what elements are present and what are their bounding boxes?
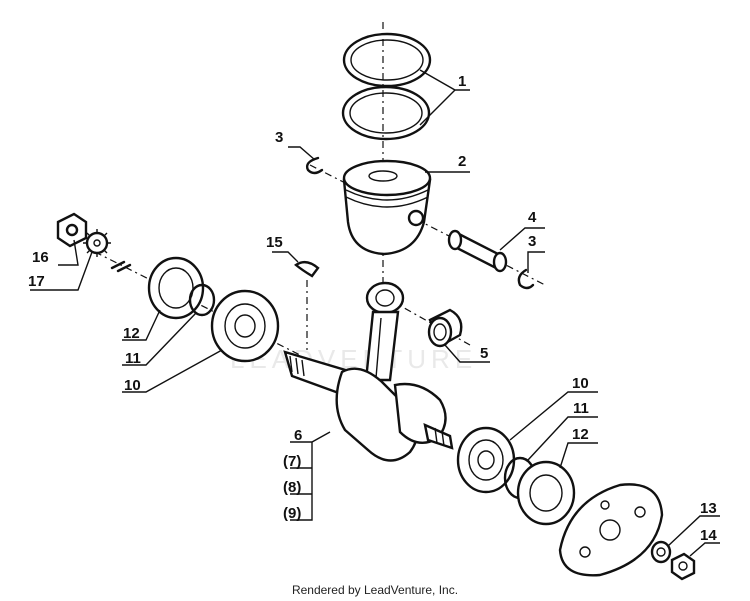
label-3-left: 3 xyxy=(275,129,283,146)
left-bearing-10 xyxy=(210,289,280,363)
footer-credit: Rendered by LeadVenture, Inc. xyxy=(291,583,459,597)
label-5: 5 xyxy=(480,345,488,362)
label-16: 16 xyxy=(32,249,49,266)
shaft-break-2 xyxy=(116,263,132,273)
circlip-right xyxy=(517,268,535,290)
nut xyxy=(56,212,88,248)
washer xyxy=(650,540,672,564)
sprocket xyxy=(83,229,111,257)
label-14: 14 xyxy=(700,527,717,544)
label-11-right: 11 xyxy=(573,400,589,417)
circlip-left xyxy=(305,156,324,175)
woodruff-key xyxy=(294,260,320,278)
leader-lines xyxy=(30,69,720,557)
hex-nut xyxy=(670,552,696,581)
piston xyxy=(342,159,432,256)
flywheel xyxy=(558,483,664,577)
pin-axis xyxy=(309,164,546,286)
shaft-break xyxy=(110,260,126,270)
label-10-right: 10 xyxy=(572,375,589,392)
label-8: (8) xyxy=(283,479,301,496)
piston-rings xyxy=(341,32,432,141)
label-10-left: 10 xyxy=(124,377,141,394)
label-9: (9) xyxy=(283,505,301,522)
label-17: 17 xyxy=(28,273,45,290)
right-bearing-12 xyxy=(516,460,576,526)
right-bearing-10 xyxy=(456,426,516,494)
label-2: 2 xyxy=(458,153,466,170)
needle-bearing xyxy=(427,308,463,348)
label-1: 1 xyxy=(458,73,466,90)
label-11-left: 11 xyxy=(125,350,141,367)
connecting-rod xyxy=(364,281,405,382)
label-15: 15 xyxy=(266,234,283,251)
label-3-right: 3 xyxy=(528,233,536,250)
label-12-right: 12 xyxy=(572,426,589,443)
label-4: 4 xyxy=(528,209,537,226)
crankshaft xyxy=(283,350,454,462)
label-6: 6 xyxy=(294,427,302,444)
piston-pin xyxy=(447,229,508,273)
label-13: 13 xyxy=(700,500,717,517)
label-7: (7) xyxy=(283,453,301,470)
left-seal-11 xyxy=(188,283,216,317)
label-12-left: 12 xyxy=(123,325,140,342)
